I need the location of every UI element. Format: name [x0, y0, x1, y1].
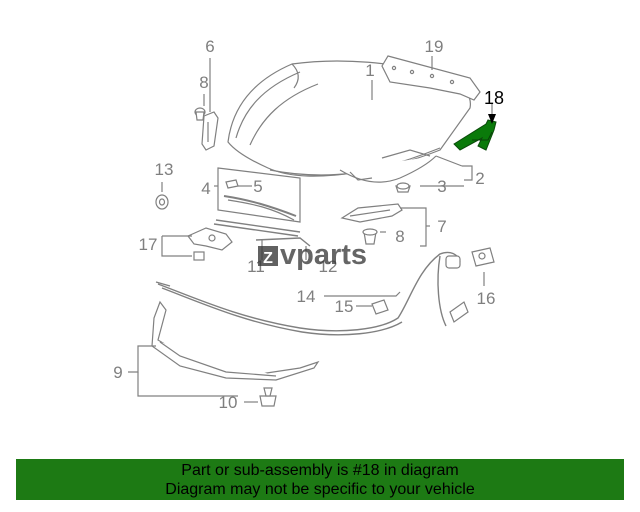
arrow-18-icon — [488, 114, 496, 124]
callout-5: 5 — [253, 177, 262, 196]
callout-3: 3 — [437, 177, 446, 196]
watermark-glyph: Z — [263, 250, 273, 267]
latch-support-7[interactable] — [340, 203, 403, 245]
prop-rod-11[interactable] — [213, 219, 311, 247]
callout-8-mid: 8 — [395, 227, 404, 246]
hood-bracket-18[interactable] — [453, 119, 497, 151]
callout-14: 14 — [297, 287, 316, 306]
hood-seal-strip[interactable] — [381, 55, 481, 101]
banner-line-2: Diagram may not be specific to your vehi… — [165, 480, 475, 498]
watermark-logo: Z vparts — [258, 239, 367, 271]
callout-16: 16 — [477, 289, 496, 308]
callout-19: 19 — [425, 37, 444, 56]
leader-lines — [128, 56, 493, 403]
hood-latch-16[interactable] — [471, 247, 495, 267]
callout-7: 7 — [437, 217, 446, 236]
callout-4: 4 — [201, 179, 210, 198]
info-banner: Part or sub-assembly is #18 in diagram D… — [16, 459, 624, 500]
clip-3[interactable] — [395, 182, 411, 193]
callout-15: 15 — [335, 297, 354, 316]
callout-10: 10 — [219, 393, 238, 412]
callout-2: 2 — [475, 169, 484, 188]
watermark-brand: vparts — [280, 239, 367, 271]
hood-panel[interactable] — [227, 60, 471, 183]
callout-6: 6 — [205, 37, 214, 56]
callout-labels: 6 8 1 19 18 13 4 5 2 3 7 8 17 11 12 14 1… — [113, 37, 504, 412]
cable-clip-15[interactable] — [371, 299, 389, 315]
hood-hinge-17[interactable] — [187, 227, 233, 261]
cable-end — [445, 255, 469, 323]
callout-12: 12 — [319, 257, 338, 276]
callout-8-top: 8 — [199, 73, 208, 92]
watermark-box — [258, 246, 278, 266]
release-cable-14[interactable] — [155, 251, 461, 336]
callout-13: 13 — [155, 160, 174, 179]
callout-17: 17 — [139, 235, 158, 254]
hood-stop-6[interactable] — [194, 107, 219, 151]
banner-line-1: Part or sub-assembly is #18 in diagram — [181, 461, 459, 479]
insulator-pad-4[interactable] — [217, 167, 301, 223]
weatherstrip-9[interactable] — [151, 300, 320, 381]
hood-bumper-13[interactable] — [155, 194, 169, 210]
callout-1: 1 — [365, 61, 374, 80]
callout-18[interactable]: 18 — [484, 88, 504, 108]
callout-9: 9 — [113, 363, 122, 382]
clip-10[interactable] — [259, 387, 277, 407]
